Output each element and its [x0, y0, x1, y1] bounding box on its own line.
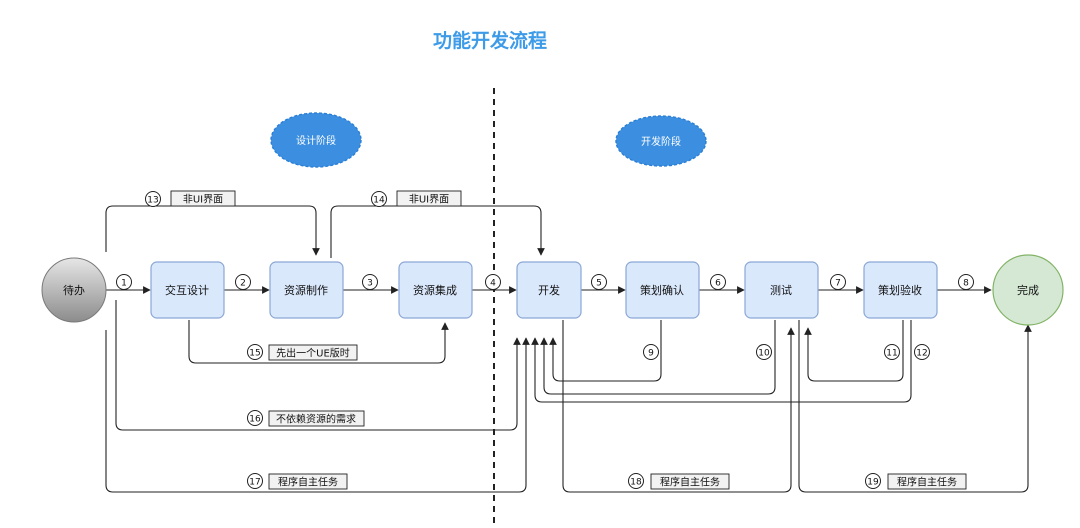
node-interaction-design: 交互设计 — [150, 261, 225, 319]
node-done: 完成 — [992, 254, 1064, 326]
phase-dev: 开发阶段 — [615, 115, 707, 167]
svg-text:先出一个UE版时: 先出一个UE版时 — [276, 347, 350, 360]
svg-text:程序自主任务: 程序自主任务 — [660, 476, 720, 489]
node-test: 测试 — [744, 261, 819, 319]
node-develop-label: 开发 — [538, 283, 560, 297]
step-7: 7 — [830, 274, 846, 290]
step-17: 17 — [247, 473, 263, 489]
edge-17 — [105, 330, 530, 493]
edge-18 — [562, 320, 795, 493]
step-4: 4 — [485, 274, 501, 290]
step-9: 9 — [643, 344, 659, 360]
node-todo-label: 待办 — [63, 283, 85, 297]
edge-label-17: 程序自主任务 — [268, 473, 348, 490]
page-title: 功能开发流程 — [433, 29, 547, 52]
svg-text:7: 7 — [835, 279, 841, 289]
step-16: 16 — [247, 410, 263, 426]
svg-text:9: 9 — [648, 349, 654, 359]
edge-13 — [105, 205, 320, 256]
edge-label-14: 非UI界面 — [396, 190, 462, 207]
svg-text:15: 15 — [249, 349, 260, 359]
svg-text:程序自主任务: 程序自主任务 — [897, 476, 957, 489]
svg-text:非UI界面: 非UI界面 — [183, 194, 223, 206]
edge-label-19: 程序自主任务 — [887, 473, 967, 490]
phase-design-label: 设计阶段 — [296, 134, 336, 147]
edge-15 — [188, 320, 449, 364]
svg-text:12: 12 — [916, 349, 927, 359]
svg-text:3: 3 — [367, 279, 373, 289]
svg-text:8: 8 — [963, 279, 969, 289]
node-develop: 开发 — [516, 261, 582, 319]
svg-text:不依赖资源的需求: 不依赖资源的需求 — [276, 413, 356, 426]
svg-text:11: 11 — [886, 349, 897, 359]
step-1: 1 — [116, 274, 132, 290]
svg-text:13: 13 — [147, 196, 158, 206]
svg-text:1: 1 — [121, 279, 127, 289]
edge-9 — [549, 320, 662, 382]
node-asset-make-label: 资源制作 — [284, 283, 328, 297]
svg-text:18: 18 — [630, 478, 642, 488]
node-plan-accept-label: 策划验收 — [878, 283, 922, 297]
step-3: 3 — [362, 274, 378, 290]
edge-10 — [540, 320, 776, 395]
node-asset-make: 资源制作 — [269, 261, 344, 319]
step-18: 18 — [628, 473, 644, 489]
node-asset-integrate: 资源集成 — [398, 261, 473, 319]
edge-label-13: 非UI界面 — [170, 190, 236, 207]
svg-text:6: 6 — [715, 279, 721, 289]
step-2: 2 — [235, 274, 251, 290]
svg-text:2: 2 — [240, 279, 246, 289]
svg-text:程序自主任务: 程序自主任务 — [278, 476, 338, 489]
node-plan-confirm-label: 策划确认 — [640, 283, 684, 297]
svg-text:16: 16 — [249, 415, 261, 425]
node-plan-accept: 策划验收 — [863, 261, 938, 319]
edge-11 — [804, 320, 904, 382]
edge-12 — [531, 320, 912, 403]
svg-text:非UI界面: 非UI界面 — [409, 194, 449, 206]
svg-text:19: 19 — [867, 478, 879, 488]
svg-text:14: 14 — [373, 196, 385, 206]
edge-14 — [330, 205, 545, 258]
step-12: 12 — [914, 344, 930, 360]
step-6: 6 — [710, 274, 726, 290]
step-13: 13 — [145, 191, 161, 207]
step-8: 8 — [958, 274, 974, 290]
node-plan-confirm: 策划确认 — [625, 261, 700, 319]
node-test-label: 测试 — [770, 284, 792, 297]
edge-label-16: 不依赖资源的需求 — [268, 410, 365, 427]
svg-text:10: 10 — [758, 349, 770, 359]
edge-16 — [115, 300, 521, 431]
phase-dev-label: 开发阶段 — [641, 135, 681, 148]
node-asset-integrate-label: 资源集成 — [413, 283, 457, 297]
step-11: 11 — [884, 344, 900, 360]
edge-19 — [798, 320, 1032, 493]
svg-text:17: 17 — [249, 478, 260, 488]
step-5: 5 — [591, 274, 607, 290]
edge-label-15: 先出一个UE版时 — [268, 344, 358, 361]
node-todo: 待办 — [41, 257, 107, 323]
phase-design: 设计阶段 — [270, 112, 362, 168]
node-done-label: 完成 — [1017, 283, 1039, 297]
step-10: 10 — [756, 344, 772, 360]
svg-text:4: 4 — [490, 279, 496, 289]
step-15: 15 — [247, 344, 263, 360]
step-14: 14 — [371, 191, 387, 207]
edge-label-18: 程序自主任务 — [650, 473, 730, 490]
svg-text:5: 5 — [596, 279, 602, 289]
node-interaction-design-label: 交互设计 — [165, 283, 209, 297]
step-19: 19 — [865, 473, 881, 489]
